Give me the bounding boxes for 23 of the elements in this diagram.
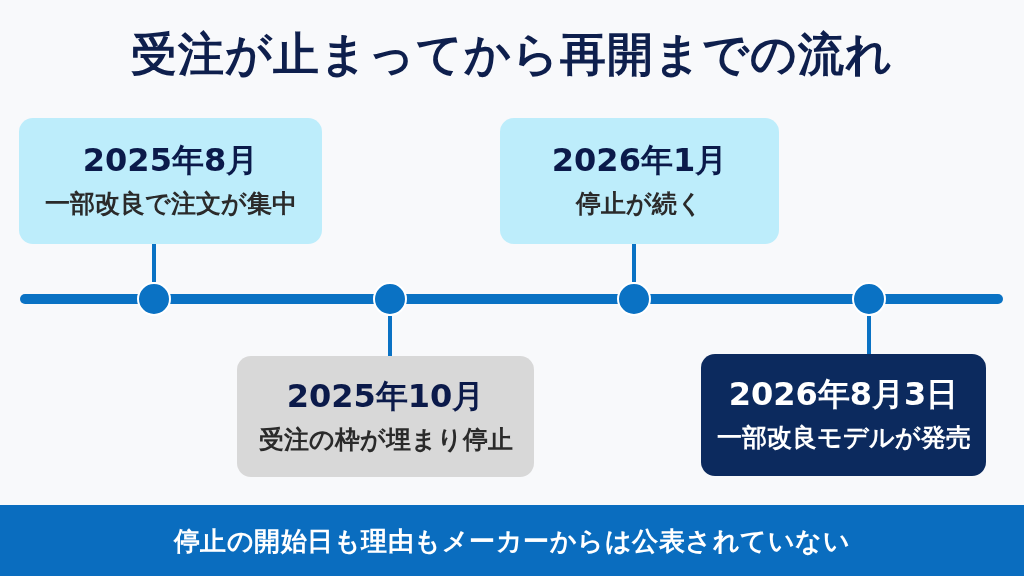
connector-line	[867, 316, 871, 354]
timeline-dot	[373, 282, 407, 316]
event-date: 2025年8月	[82, 140, 259, 180]
event-description: 一部改良で注文が集中	[44, 188, 297, 220]
timeline-dot	[617, 282, 651, 316]
event-date: 2025年10月	[286, 375, 485, 416]
event-date: 2026年1月	[551, 140, 728, 180]
event-description: 受注の枠が埋まり停止	[258, 423, 513, 456]
timeline-dot	[137, 282, 171, 316]
event-description: 停止が続く	[576, 188, 703, 220]
banner-text: 停止の開始日も理由もメーカーからは公表されていない	[173, 524, 851, 558]
diagram-title: 受注が止まってから再開までの流れ	[131, 26, 893, 83]
event-date: 2026年8月3日	[728, 374, 959, 414]
connector-line	[152, 244, 156, 282]
note-banner	[0, 505, 1024, 576]
event-card	[500, 118, 779, 244]
connector-line	[632, 244, 636, 282]
event-card	[19, 118, 322, 244]
event-card	[237, 356, 534, 477]
connector-line	[388, 316, 392, 356]
timeline-dot	[852, 282, 886, 316]
event-card	[701, 354, 986, 476]
event-description: 一部改良モデルが発売	[716, 422, 971, 454]
